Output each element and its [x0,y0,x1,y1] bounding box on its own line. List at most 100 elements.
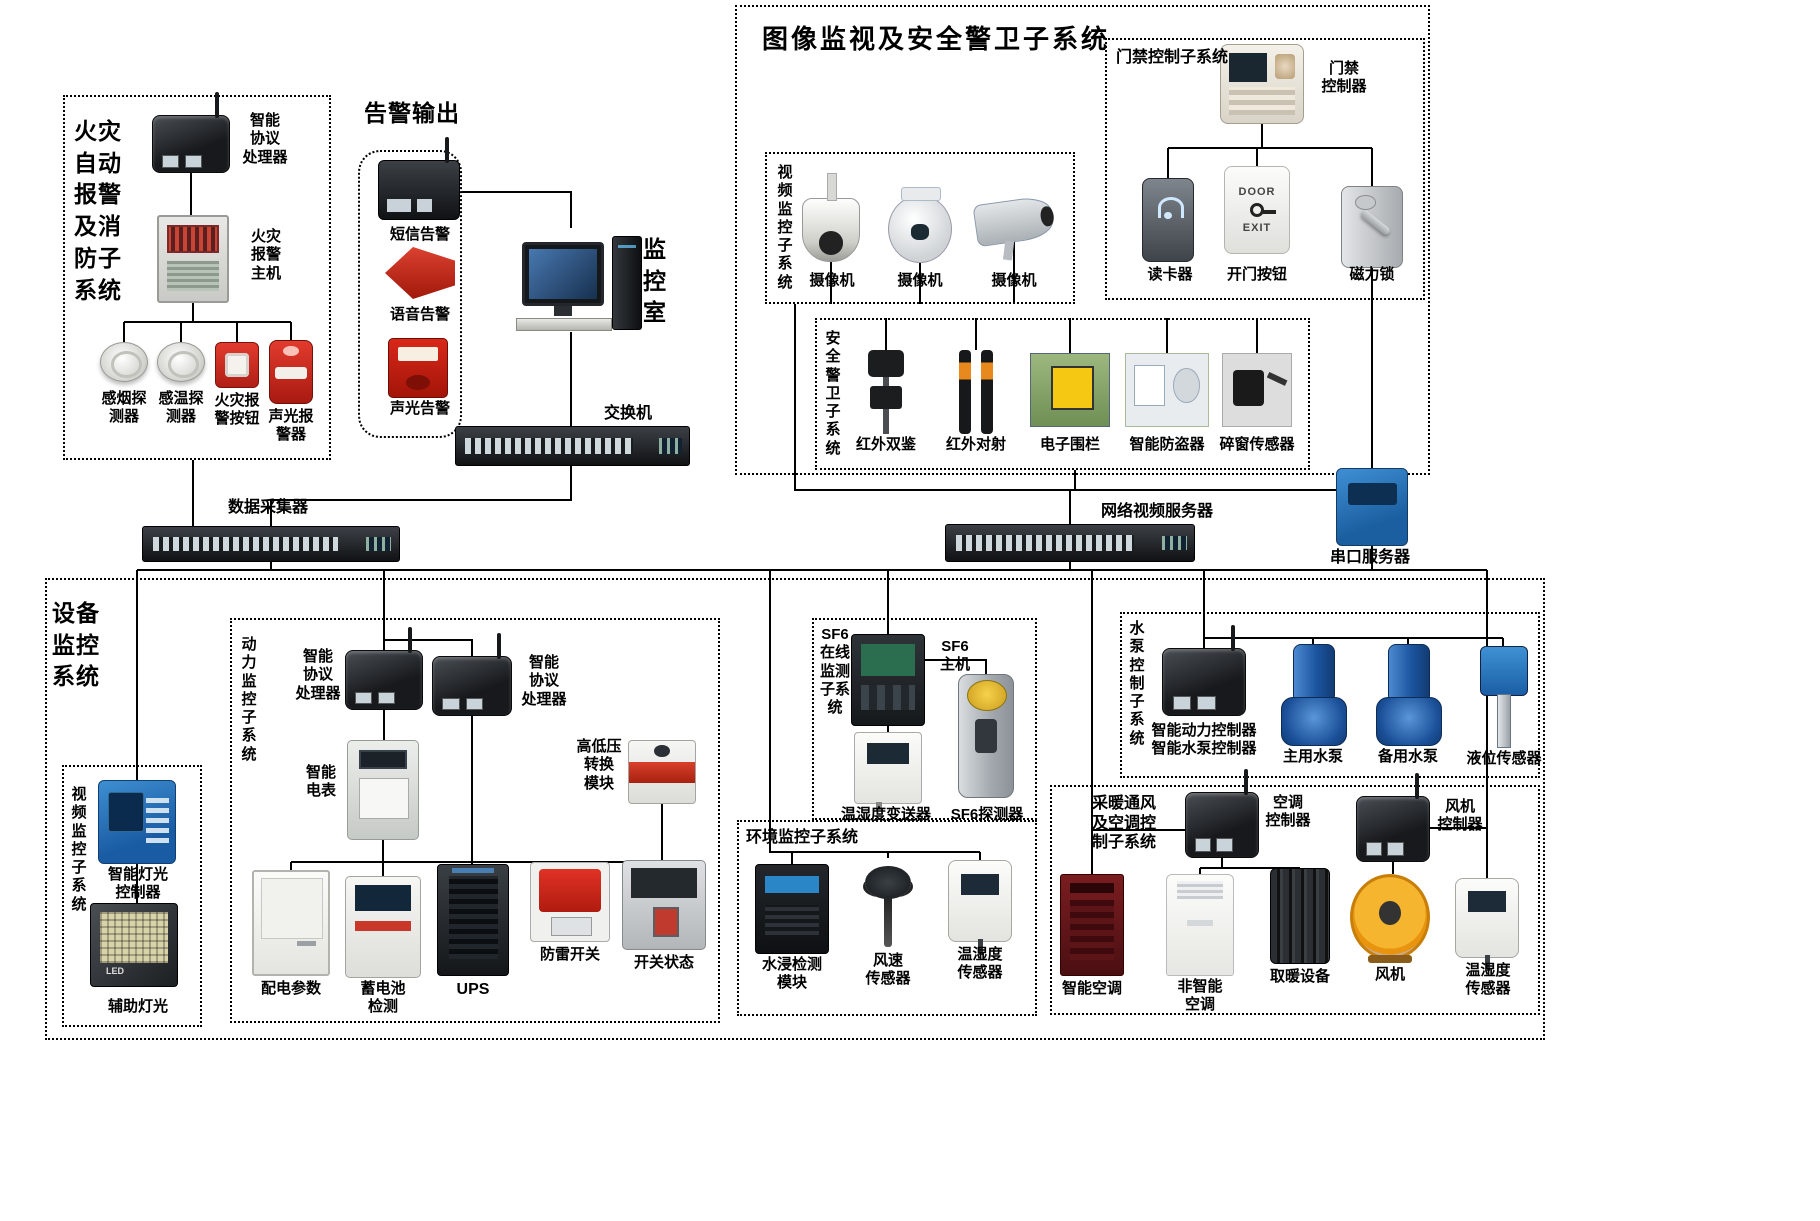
led-floodlight-device [90,903,178,987]
smoke-detector-label: 感烟探 测器 [101,390,147,426]
video-subsystem2-title: 视 频 监 控 子 系 统 [71,786,87,913]
heater-device [1270,868,1330,964]
pump-control-title: 水 泵 控 制 子 系 统 [1129,620,1145,747]
smart-light-controller-label: 智能灯光 控制器 [107,866,168,902]
smart-light-controller-device [98,780,176,864]
wind-sensor-device [855,858,921,952]
monitor-stand [554,306,572,316]
camera2-label: 摄像机 [897,272,943,289]
level-sensor-label: 液位传感器 [1466,750,1542,767]
antenna-icon [497,633,501,659]
environment-monitoring-title: 环境监控子系统 [746,829,859,846]
door-button-text-top: DOOR [1238,186,1276,198]
network-video-server-device [945,524,1195,562]
antenna-icon [1244,769,1248,795]
ir-beam-label: 红外对射 [945,436,1006,453]
th-transmitter-device [854,732,922,811]
video-subsystem-title: 视 频 监 控 子 系 统 [777,164,793,291]
electronic-fence-device [1030,353,1110,427]
access-controller-label: 门禁 控制器 [1321,60,1367,96]
industrial-fan-device [1350,874,1430,964]
security-guard-title: 安 全 警 卫 子 系 统 [825,330,841,457]
ac-controller-label: 空调 控制器 [1265,794,1311,830]
fire-alarm-button-label: 火灾报 警按钮 [214,392,260,428]
monitor-room-label: 监 控 室 [643,236,667,326]
card-reader-device [1142,178,1194,262]
surveillance-box [735,5,1430,475]
network-video-server-label: 网络视频服务器 [1100,503,1213,520]
main-pump-label: 主用水泵 [1282,748,1343,765]
sf6-monitoring-title: SF6 在线 监测 子系 统 [819,626,850,717]
video-subsystem-box [765,152,1075,304]
core-switch-label: 交换机 [603,405,652,422]
sf6-monitoring-box [812,618,1037,820]
glass-break-sensor-label: 碎窗传感器 [1219,436,1295,453]
fire-sounder-label: 声光报 警器 [268,408,314,444]
aux-light-label: 辅助灯光 [107,998,168,1015]
access-control-box [1105,38,1425,300]
fire-alarm-host-device [157,215,229,303]
hvlv-module-device [628,740,696,804]
sf6-host-device [851,634,925,726]
ir-dual-label: 红外双鉴 [855,436,916,453]
fire-alarm-host-label: 火灾 报警 主机 [250,228,281,282]
serial-server-device [1336,468,1408,546]
sound-light-alarm-label: 声光告警 [389,400,450,417]
access-control-title: 门禁控制子系统 [1116,49,1229,66]
breaker-status-device [622,860,706,950]
industrial-fan-label: 风机 [1374,966,1405,983]
env-th-sensor-label: 温湿度 传感器 [957,946,1003,982]
hvac-control-title: 采暖通风 及空调控 制子系统 [1091,795,1156,852]
smoke-detector-device [100,342,148,382]
level-sensor-device [1474,646,1532,748]
non-smart-ac-label: 非智能 空调 [1177,978,1223,1014]
computer-tower [612,236,642,330]
power-protocol-processor1-label: 智能 协议 处理器 [295,648,341,702]
dome-camera-device [802,173,860,262]
breaker-status-label: 开关状态 [633,954,694,971]
fire-protocol-processor-device [152,92,230,173]
water-detect-module-device [755,864,829,954]
key-icon [1250,203,1276,217]
antenna-icon [1231,625,1235,651]
non-smart-ac-device [1166,874,1234,976]
sms-alarm-label: 短信告警 [389,226,450,243]
heater-label: 取暖设备 [1269,968,1330,985]
temp-detector-device [157,342,205,382]
magnetic-lock-device [1341,186,1403,268]
surge-protector-device [530,862,610,942]
main-pump-device [1278,644,1348,746]
door-button-text-bottom: EXIT [1242,222,1272,234]
distribution-cabinet-device [252,870,330,976]
connection-lines-path [123,124,1504,903]
battery-tester-label: 蓄电池 检测 [360,980,406,1016]
sound-light-alarm-device [388,338,448,398]
power-protocol-processor2-device [432,633,512,716]
monitor-room-computer-device [516,228,642,332]
sms-alarm-device [378,137,460,220]
access-controller-device [1220,44,1304,124]
video-subsystem2-box [62,765,202,1027]
backup-pump-label: 备用水泵 [1377,748,1438,765]
computer-monitor [522,242,604,306]
pump-controller-label: 智能动力控制器 智能水泵控制器 [1151,722,1257,758]
power-monitoring-title: 动 力 监 控 子 系 统 [241,636,257,763]
antenna-icon [408,627,412,653]
env-th-sensor-device [948,860,1012,956]
ir-dual-detector-device [864,350,908,434]
glass-break-sensor-device [1222,353,1292,427]
temp-detector-label: 感温探 测器 [158,390,204,426]
camera1-label: 摄像机 [809,272,855,289]
pump-controller-device [1162,625,1246,716]
ups-label: UPS [456,981,490,998]
fan-controller-label: 风机 控制器 [1437,798,1483,834]
magnetic-lock-label: 磁力锁 [1349,266,1395,283]
smart-meter-label: 智能 电表 [305,764,336,800]
power-protocol-processor2-label: 智能 协议 处理器 [521,654,567,708]
sf6-host-label: SF6 主机 [939,638,970,674]
wind-sensor-label: 风速 传感器 [865,952,911,988]
hvac-control-box [1050,785,1540,1015]
data-collector-device [142,526,400,562]
card-reader-label: 读卡器 [1147,266,1193,283]
